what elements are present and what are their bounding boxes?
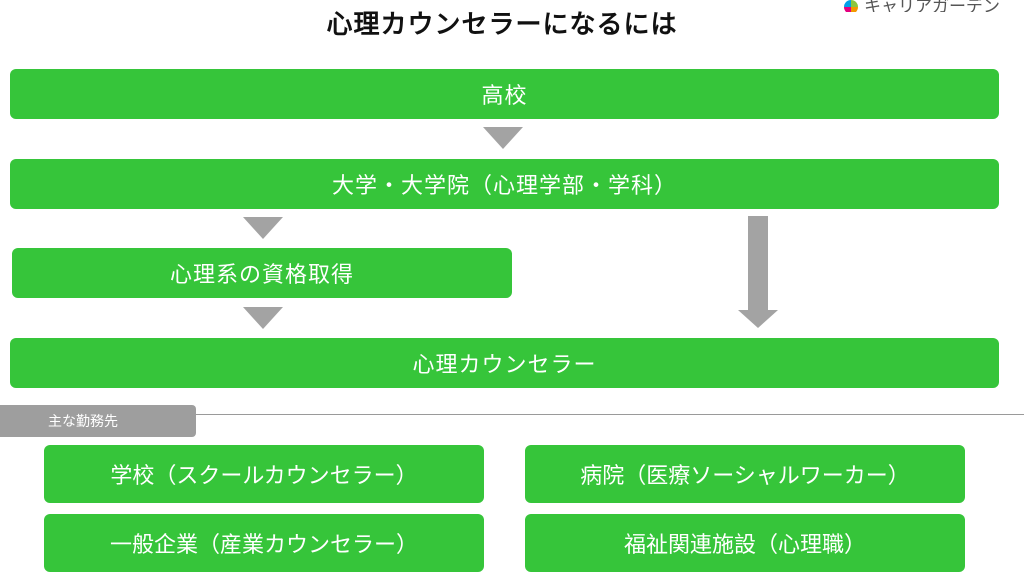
step-certification: 心理系の資格取得 <box>12 248 512 298</box>
section-divider <box>0 414 1024 415</box>
logo-icon <box>844 0 858 12</box>
brand-logo: キャリアガーデン <box>844 0 1024 12</box>
workplace-school: 学校（スクールカウンセラー） <box>44 445 484 503</box>
arrow-down-icon <box>483 127 523 149</box>
workplaces-label: 主な勤務先 <box>0 405 196 437</box>
step-high-school: 高校 <box>10 69 999 119</box>
long-arrow-down-icon <box>738 216 778 328</box>
step-university: 大学・大学院（心理学部・学科） <box>10 159 999 209</box>
workplace-company: 一般企業（産業カウンセラー） <box>44 514 484 572</box>
arrow-down-icon <box>243 217 283 239</box>
logo-text: キャリアガーデン <box>864 0 1000 12</box>
workplace-hospital: 病院（医療ソーシャルワーカー） <box>525 445 965 503</box>
arrow-down-icon <box>243 307 283 329</box>
step-counselor: 心理カウンセラー <box>10 338 999 388</box>
workplace-welfare: 福祉関連施設（心理職） <box>525 514 965 572</box>
page-title: 心理カウンセラーになるには <box>326 10 678 40</box>
